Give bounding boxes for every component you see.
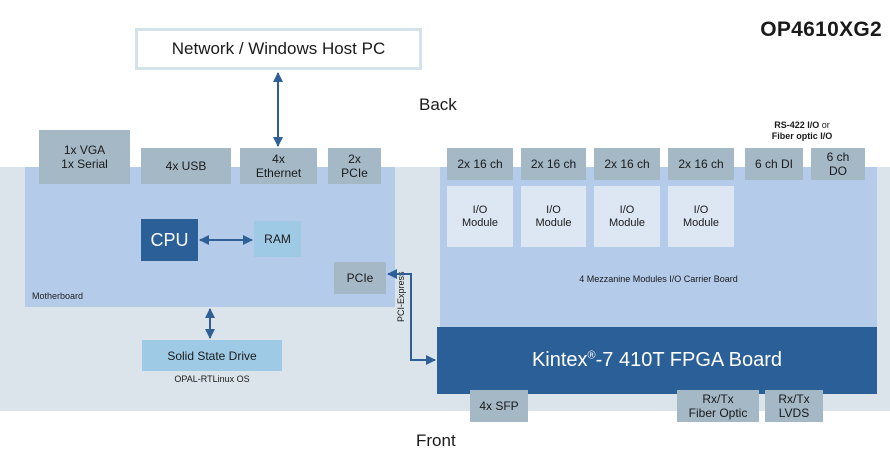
channel-port-1: 2x 16 ch <box>447 148 513 180</box>
channel-port-3: 2x 16 ch <box>594 148 660 180</box>
motherboard-label: Motherboard <box>32 291 84 301</box>
rs422-note: RS-422 I/O or Fiber optic I/O <box>752 120 852 142</box>
rs422-note-or: or <box>819 120 830 130</box>
carrier-board-label: 4 Mezzanine Modules I/O Carrier Board <box>579 274 738 284</box>
channel-port-label: 2x 16 ch <box>604 157 650 171</box>
fpga-board-block: Kintex®-7 410T FPGA Board <box>437 327 877 394</box>
fpga-rest: -7 410T FPGA Board <box>595 349 783 371</box>
io-module-line1: I/O <box>472 203 488 216</box>
vga-label: 1x VGA <box>63 143 106 157</box>
back-label: Back <box>419 95 457 114</box>
channel-port-4: 2x 16 ch <box>668 148 734 180</box>
fpga-name: Kintex <box>531 349 588 371</box>
os-label: OPAL-RTLinux OS <box>174 374 250 384</box>
front-label: Front <box>416 431 456 450</box>
io-module-line2: Module <box>608 216 646 229</box>
lvds-line2: LVDS <box>778 406 810 420</box>
ram-block: RAM <box>254 221 301 257</box>
ethernet-count: 4x <box>272 152 285 166</box>
channel-port-label: 2x 16 ch <box>678 157 724 171</box>
fpga-label: Kintex®-7 410T FPGA Board <box>532 349 782 372</box>
host-pc-box: Network / Windows Host PC <box>135 28 422 70</box>
lvds-line1: Rx/Tx <box>778 392 810 406</box>
ssd-label: Solid State Drive <box>167 348 257 363</box>
io-module-line1: I/O <box>619 203 635 216</box>
ethernet-label: Ethernet <box>255 166 302 180</box>
rs422-note-line2: Fiber optic I/O <box>771 131 833 141</box>
io-module-line1: I/O <box>546 203 561 216</box>
do-label: DO <box>829 164 847 178</box>
io-module-line2: Module <box>535 216 572 229</box>
io-module-line2: Module <box>461 216 499 229</box>
fiber-line2: Fiber Optic <box>688 406 748 420</box>
pcie-fpga-arrow <box>387 269 436 365</box>
serial-label: 1x Serial <box>61 157 108 171</box>
host-pc-label: Network / Windows Host PC <box>171 39 386 58</box>
sfp-port: 4x SFP <box>470 390 528 422</box>
io-module-line2: Module <box>682 216 720 229</box>
ssd-block: Solid State Drive <box>142 340 282 371</box>
model-title: OP4610XG2 <box>760 18 882 41</box>
usb-label: 4x USB <box>165 159 207 173</box>
fpga-reg: ® <box>587 349 596 362</box>
pcie-slot-label: PCIe <box>341 166 368 180</box>
pcie-label: PCIe <box>346 271 374 285</box>
di-port: 6 ch DI <box>745 148 803 180</box>
sfp-label: 4x SFP <box>479 399 519 413</box>
pcie-block: PCIe <box>334 262 386 294</box>
ram-label: RAM <box>264 232 291 246</box>
channel-port-label: 2x 16 ch <box>457 157 503 171</box>
channel-port-label: 2x 16 ch <box>530 157 577 171</box>
cpu-label: CPU <box>150 229 189 250</box>
io-module-line1: I/O <box>693 203 709 216</box>
channel-port-2: 2x 16 ch <box>521 148 586 180</box>
do-count: 6 ch <box>826 150 850 164</box>
pcie-slot-count: 2x <box>348 152 361 166</box>
usb-port: 4x USB <box>141 148 231 184</box>
fiber-line1: Rx/Tx <box>702 392 734 406</box>
rs422-note-bold: RS-422 I/O <box>774 120 820 130</box>
di-label: 6 ch DI <box>754 157 793 171</box>
cpu-block: CPU <box>141 219 198 261</box>
